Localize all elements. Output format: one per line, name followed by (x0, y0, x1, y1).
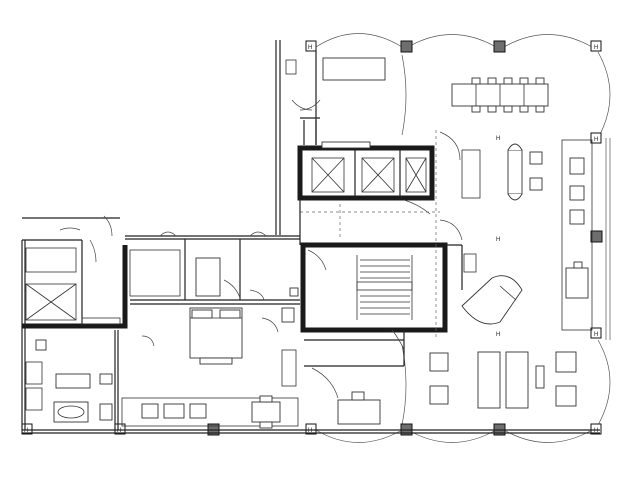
svg-text:H: H (308, 428, 312, 434)
study-furniture (121, 395, 299, 429)
dining-table (451, 77, 549, 113)
svg-text:H: H (594, 332, 598, 338)
bathrooms (129, 249, 299, 323)
svg-text:H: H (117, 428, 121, 434)
svg-text:H: H (24, 428, 28, 434)
svg-text:H: H (594, 137, 598, 143)
bedroom (141, 307, 279, 365)
lounge-chairs (439, 131, 543, 201)
curtain-wall-bottom (315, 429, 593, 443)
service-shafts (25, 247, 121, 325)
right-storage (561, 139, 593, 331)
hall-furniture (281, 339, 404, 425)
entry-vestibule (285, 57, 386, 145)
svg-text:H: H (496, 237, 500, 243)
exterior-walls (21, 40, 600, 434)
svg-text:H: H (594, 428, 598, 434)
stair-core (300, 242, 448, 333)
living-seating (429, 351, 577, 409)
svg-text:H: H (308, 45, 312, 51)
master-bath (25, 339, 113, 423)
interior-partitions (299, 198, 477, 366)
curtain-wall-left-inner (401, 54, 407, 426)
svg-text:H: H (594, 45, 598, 51)
svg-text:H: H (496, 332, 500, 338)
curtain-wall-top (315, 33, 593, 50)
door-swings (59, 199, 463, 351)
grand-piano (461, 275, 523, 325)
elevator-core (297, 141, 435, 201)
column-marks: H H H H H H H H H H H (24, 45, 598, 434)
left-wing-walls (22, 235, 300, 430)
svg-text:H: H (496, 136, 500, 142)
ceiling-dashes (300, 130, 440, 340)
curtain-wall-right (597, 51, 611, 426)
